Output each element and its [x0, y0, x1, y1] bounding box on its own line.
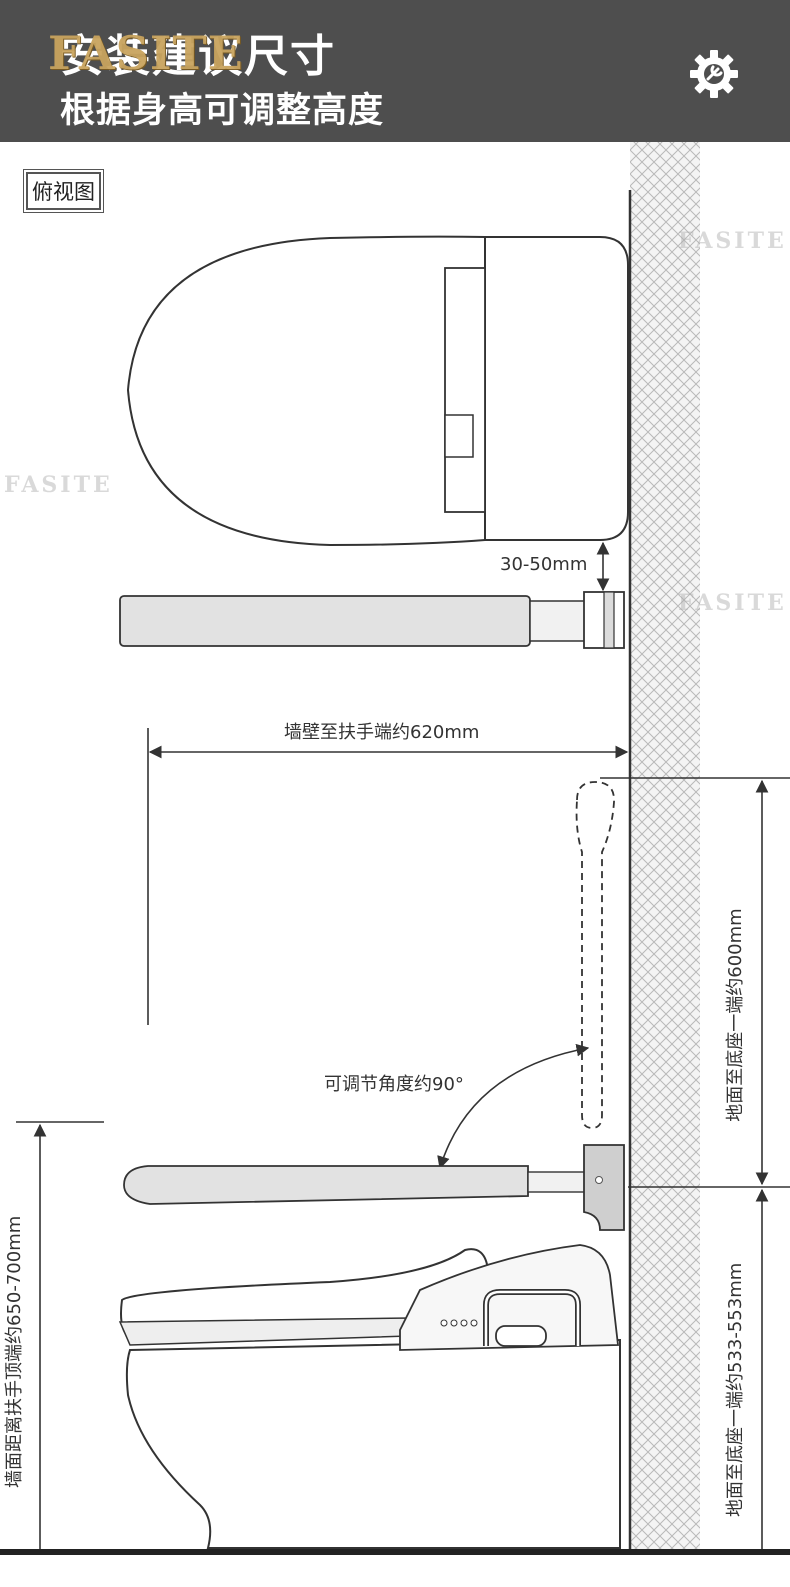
brand-logo: FASITE [48, 26, 244, 80]
handrail-side-view [123, 1144, 625, 1231]
watermark: FASITE [678, 590, 787, 616]
width-dimension-label: 墙壁至扶手端约620mm [284, 722, 480, 743]
watermark: FASITE [678, 228, 787, 254]
handrail-top-height-label: 墙面距离扶手顶端约650-700mm [4, 1215, 25, 1488]
handrail-top-view [119, 591, 625, 649]
header-banner: 安装建议尺寸 FASITE 根据身高可调整高度 [0, 0, 790, 142]
wall [628, 142, 700, 1552]
rotation-angle-label: 可调节角度约90° [324, 1074, 464, 1095]
watermark: FASITE [4, 472, 113, 498]
gap-dimension-label: 30-50mm [500, 554, 588, 575]
top-view-label: 俯视图 [23, 169, 104, 213]
width-dimension [147, 728, 629, 1025]
gear-icon [690, 50, 738, 98]
toilet-top-view [126, 235, 629, 547]
page-title: 安装建议尺寸 [60, 31, 336, 82]
rotation-arc [437, 1043, 590, 1170]
upper-height-label: 地面至底座一端约600mm [725, 908, 746, 1122]
height-dimension-left [16, 1121, 104, 1550]
page-subtitle: 根据身高可调整高度 [60, 91, 385, 131]
lower-height-label: 地面至底座一端约533-553mm [725, 1262, 746, 1517]
toilet-side-view [118, 1244, 621, 1549]
height-dimensions-right [600, 777, 790, 1550]
raised-handrail-outline [575, 781, 615, 1129]
